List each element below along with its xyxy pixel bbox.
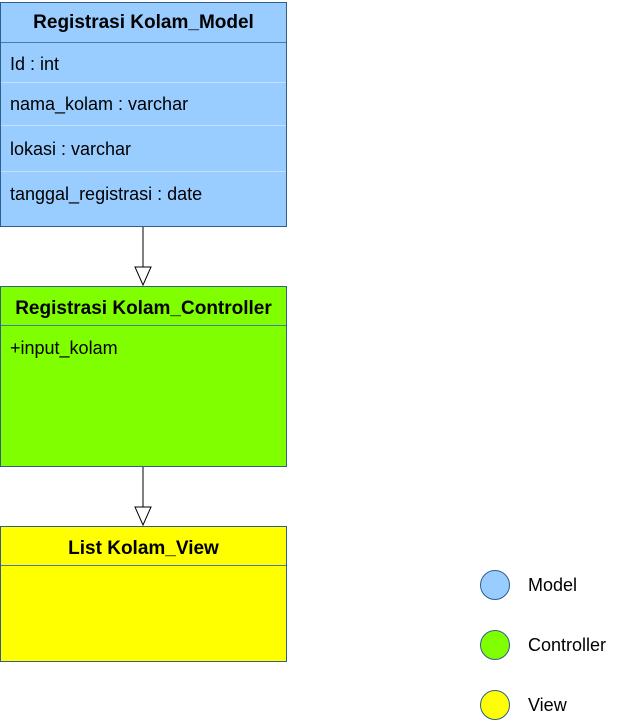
model-to-controller-connector	[134, 227, 152, 287]
legend-label-model: Model	[528, 574, 578, 595]
legend-swatch-model	[480, 570, 510, 600]
model-class-box: Registrasi Kolam_Model Id : int nama_kol…	[0, 2, 287, 227]
legend-label-controller: Controller	[528, 634, 607, 655]
controller-class-title: Registrasi Kolam_Controller	[1, 287, 286, 326]
view-class-title: List Kolam_View	[1, 527, 286, 566]
model-attribute: nama_kolam : varchar	[1, 83, 286, 126]
view-class-box: List Kolam_View	[0, 526, 287, 662]
legend-swatch-controller	[480, 630, 510, 660]
controller-class-box: Registrasi Kolam_Controller +input_kolam	[0, 286, 287, 467]
legend-swatch-view	[480, 690, 510, 720]
legend-item-view: View	[480, 688, 567, 722]
legend-item-controller: Controller	[480, 628, 606, 662]
legend-label-view: View	[528, 694, 567, 715]
model-class-title: Registrasi Kolam_Model	[1, 3, 286, 43]
controller-to-view-connector	[134, 467, 152, 527]
model-attribute: lokasi : varchar	[1, 126, 286, 172]
legend-item-model: Model	[480, 568, 577, 602]
model-attribute: Id : int	[1, 43, 286, 83]
controller-operation: +input_kolam	[10, 338, 118, 358]
model-attribute: tanggal_registrasi : date	[10, 184, 203, 204]
